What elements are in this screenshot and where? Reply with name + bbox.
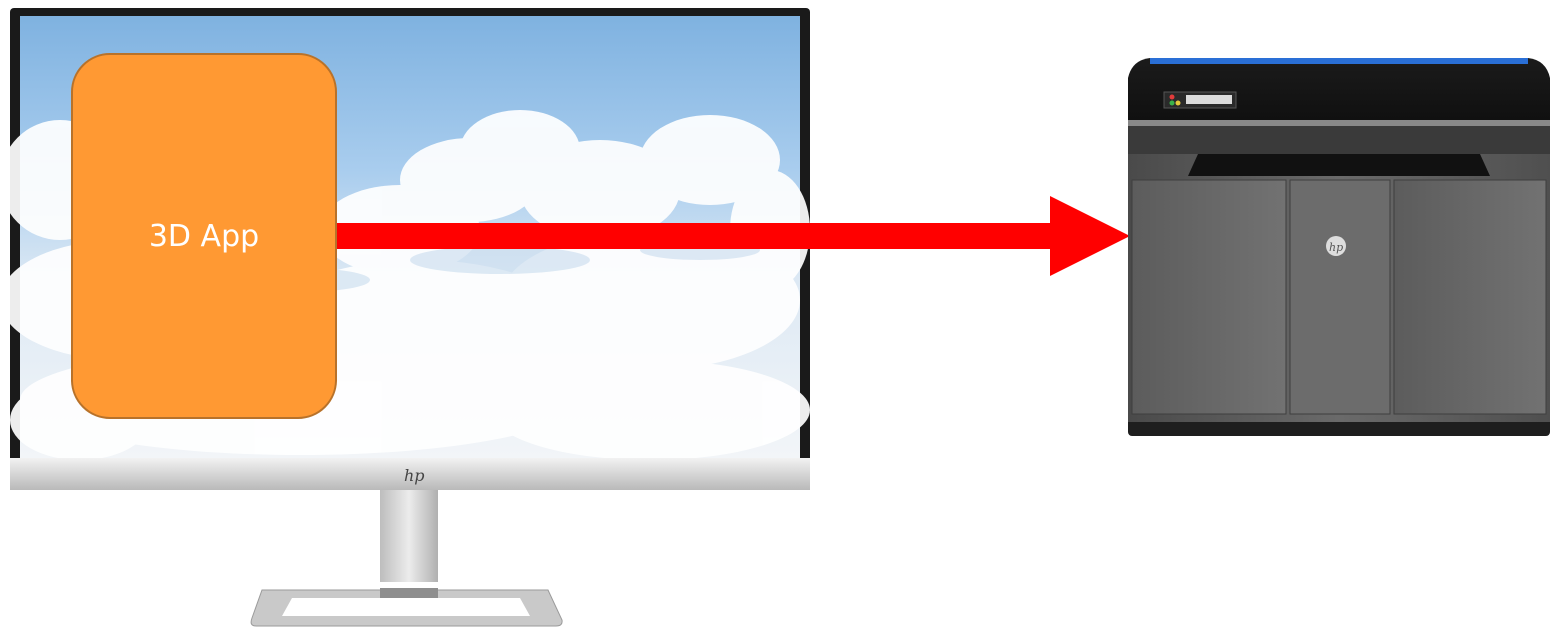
app-box [72,54,336,418]
hp-logo-icon: hp [404,466,425,485]
printer-door-center [1290,180,1390,414]
printer-door-left [1132,180,1286,414]
3d-printer: hp [1128,58,1550,436]
monitor-neck [380,490,438,582]
svg-text:hp: hp [1329,241,1343,254]
printer-door-right [1394,180,1546,414]
printer-accent-strip [1150,58,1528,64]
